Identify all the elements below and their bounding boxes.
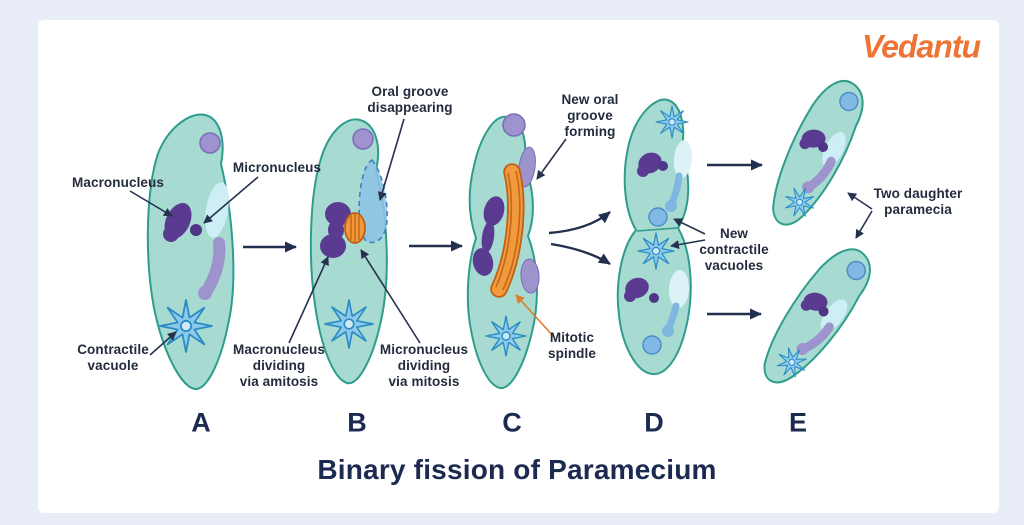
label-macronucleus: Macronucleus [72,175,164,190]
label-new-oral-groove: New oral groove forming [561,92,619,139]
cell-d-bottom-vacuole-circle [642,335,662,355]
paramecium-cell-a [146,113,235,390]
label-macronucleus-dividing: Macronucleus dividing via amitosis [233,342,325,389]
paramecium-cell-c [466,113,540,390]
pointer-macronucleus-dividing [288,256,329,344]
cell-a-oral-groove [205,182,229,238]
cell-d-top-star [655,105,689,139]
cell-c-mitotic-spindle [490,163,525,298]
pointer-new-cv-circle [673,218,706,235]
daughter-paramecium-bottom [752,236,880,397]
cell-c-new-oral-groove-bottom [520,258,540,294]
diagram-title: Binary fission of Paramecium [317,454,717,485]
cell-d-top-oral-groove [673,140,693,178]
pointer-daughter-top [847,192,873,210]
cell-d-bottom-micronucleus [649,293,659,303]
paramecium-cell-d [616,98,693,376]
cell-a-vesicle [199,132,221,154]
stage-letter-b: B [347,407,367,438]
arrow-c-to-d-upper [548,211,611,235]
pointer-macronucleus [129,190,173,217]
label-micronucleus: Micronucleus [232,160,322,175]
label-mitotic-spindle: Mitotic spindle [548,330,596,361]
cell-d-cleavage-furrow [636,227,678,232]
cell-b-mitotic-spindle [344,212,366,244]
cell-b-contractile-vacuole-star [324,299,374,349]
pointer-micronucleus-dividing [360,249,421,344]
cell-d-top-gullet-foot [665,200,677,212]
label-oral-groove-disappearing: Oral groove disappearing [367,84,453,115]
cell-b-macronucleus-top-lobe [325,202,351,226]
arrow-c-to-d-lower [550,242,611,266]
label-new-contractile-vacuoles: New contractile vacuoles [699,226,769,273]
cell-a-gullet-foot [198,286,212,300]
stage-letter-e: E [788,407,808,438]
cell-d-body [616,98,692,376]
vedantu-logo: Vedantu [861,28,981,65]
cell-d-top-macronucleus-lobe [637,165,649,177]
pointer-new-oral-groove [536,138,567,180]
cell-a-micronucleus [190,224,202,236]
cell-d-bottom-oral-groove [668,270,690,308]
paramecium-cell-b [309,118,388,385]
cell-c-new-oral-groove-top [518,146,536,188]
pointer-oral-groove-disappearing [377,118,405,201]
pointer-mitotic-spindle [515,294,555,338]
cell-d-new-contractile-vacuole-star [637,232,675,270]
cell-a-body [146,113,235,390]
cell-c-macronucleus-top [483,196,505,226]
label-two-daughter-paramecia: Two daughter paramecia [873,186,963,217]
cell-a-contractile-vacuole-star [159,299,213,353]
cell-c-vesicle [502,113,526,137]
cell-c-macronucleus-bottom [472,248,494,276]
stage-letter-a: A [191,407,211,438]
cell-c-macronucleus-middle [481,221,495,253]
daughter-paramecium-top [762,71,872,236]
pointer-micronucleus [203,176,259,224]
pointer-daughter-bottom [855,210,873,239]
cell-d-bottom-gullet-foot [662,325,674,337]
cell-c-contractile-vacuole-star [485,315,527,357]
stage-letter-c: C [502,407,522,438]
stage-letter-d: D [644,407,664,438]
cell-b-macronucleus-bottom-lobe [320,234,346,258]
label-contractile-vacuole: Contractile vacuole [77,342,149,373]
cell-d-top-micronucleus [658,161,668,171]
cell-d-new-contractile-vacuole-circle [648,207,668,227]
label-micronucleus-dividing: Micronucleus dividing via mitosis [379,342,469,389]
cell-d-bottom-macronucleus-lobe [624,290,636,302]
cell-a-macronucleus-lobe [163,226,179,242]
cell-b-vesicle [352,128,374,150]
pointer-contractile-vacuole [149,331,177,356]
pointer-new-cv-star [670,239,706,250]
